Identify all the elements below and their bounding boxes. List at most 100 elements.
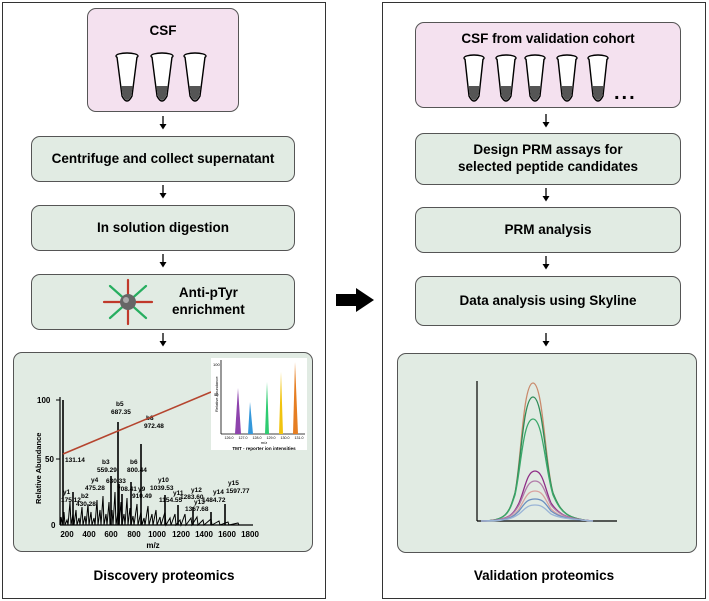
prm-analysis-label: PRM analysis — [504, 221, 592, 237]
down-arrow-icon — [542, 256, 550, 270]
x-axis-label: m/z — [146, 541, 159, 550]
peak-label: 687.35 — [111, 409, 131, 416]
tube-icon — [115, 52, 139, 102]
skyline-analysis-box: Data analysis using Skyline — [415, 276, 681, 326]
reporter-peak-orange — [293, 362, 298, 434]
y-tick-50: 50 — [45, 455, 54, 464]
down-arrow-icon — [159, 333, 167, 347]
tube-icon — [495, 54, 517, 102]
validation-csf-label: CSF from validation cohort — [461, 31, 635, 46]
peak-label: y15 — [228, 480, 239, 487]
y-axis-label: Relative Abundance — [34, 433, 43, 504]
transition-trace — [480, 396, 594, 522]
peak-label: y14 — [213, 489, 224, 496]
prm-analysis-box: PRM analysis — [415, 207, 681, 253]
skyline-analysis-label: Data analysis using Skyline — [459, 292, 637, 308]
transition-trace — [480, 504, 594, 522]
peak-label: 1484.72 — [202, 497, 226, 504]
discovery-caption: Discovery proteomics — [93, 568, 235, 583]
peak-label: b2 — [81, 493, 89, 500]
tube-icon — [587, 54, 609, 102]
inset-caption: TMT - reporter ion intensities — [232, 446, 296, 451]
reporter-peak-purple — [235, 388, 241, 434]
down-arrow-icon — [542, 188, 550, 202]
peak-label: 972.48 — [144, 423, 164, 430]
inset-y-axis-label: Relative Abundance — [214, 376, 219, 412]
x-tick: 1800 — [241, 530, 259, 539]
peak-label: y13 — [194, 499, 205, 506]
peak-label: b8 — [146, 415, 154, 422]
down-arrow-icon — [159, 116, 167, 130]
inset-x-tick: 126.0 — [225, 436, 234, 440]
chromatogram-chart — [476, 381, 617, 522]
y-tick-100: 100 — [37, 396, 51, 405]
inset-x-tick: 129.0 — [267, 436, 276, 440]
peak-label: y4 — [91, 477, 99, 484]
validation-sample-tubes-icon — [463, 54, 609, 102]
peak-label: 1283.60 — [180, 494, 204, 501]
tube-icon — [463, 54, 485, 102]
peak-label: 175.12 — [61, 497, 81, 504]
peak-label: y9 — [138, 486, 146, 493]
csf-label: CSF — [149, 23, 177, 38]
x-tick: 600 — [104, 530, 118, 539]
validation-csf-box: CSF from validation cohort — [415, 22, 681, 108]
x-tick: 800 — [127, 530, 141, 539]
peak-label: y10 — [158, 477, 169, 484]
validation-caption: Validation proteomics — [473, 568, 615, 583]
transition-trace — [480, 418, 594, 522]
antibody-bead-icon — [102, 278, 154, 326]
peak-label: 708.41 — [117, 486, 137, 493]
design-prm-label-line2: selected peptide candidates — [457, 159, 639, 174]
y-tick-0: 0 — [51, 521, 56, 530]
design-prm-box: Design PRM assays for selected peptide c… — [415, 133, 681, 185]
ms-spectrum-chart: 100 50 0 Relative Abundance 200 400 600 … — [34, 358, 307, 550]
inset-y-tick-100: 100 — [213, 362, 220, 367]
inset-y-tick-50: 50 — [214, 392, 219, 397]
tube-icon — [556, 54, 578, 102]
peak-label: b5 — [116, 401, 124, 408]
peak-label: 910.49 — [132, 493, 152, 500]
down-arrow-icon — [159, 254, 167, 268]
design-prm-label-line1: Design PRM assays for — [473, 142, 623, 158]
centrifuge-step-label: Centrifuge and collect supernatant — [51, 150, 275, 166]
x-tick: 1000 — [148, 530, 166, 539]
peak-label: 1154.55 — [159, 497, 183, 504]
enrichment-label-line1: Anti-pTyr — [178, 285, 238, 301]
transition-trace — [480, 470, 594, 522]
peak-label: b3 — [102, 459, 110, 466]
reporter-peak-green — [265, 382, 269, 434]
reporter-peak-blue — [248, 402, 253, 434]
peak-label: 559.29 — [97, 467, 117, 474]
ellipsis-label: ... — [614, 82, 637, 104]
x-tick: 200 — [60, 530, 74, 539]
peak-label: y1 — [63, 489, 71, 496]
peak-label: 430.28 — [76, 501, 96, 508]
peak-label: y11 — [173, 490, 184, 497]
reporter-ion-inset — [211, 358, 307, 450]
centrifuge-step-box: Centrifuge and collect supernatant — [31, 136, 295, 182]
inset-x-tick: 127.0 — [239, 436, 248, 440]
x-tick: 1400 — [195, 530, 213, 539]
x-tick: 1200 — [172, 530, 190, 539]
tube-icon — [183, 52, 207, 102]
peak-label: 630.33 — [106, 478, 126, 485]
tube-icon — [524, 54, 546, 102]
peak-label: 475.28 — [85, 485, 105, 492]
peak-label: y12 — [191, 487, 202, 494]
spectrum-noise — [60, 491, 240, 527]
down-arrow-icon — [542, 333, 550, 347]
inset-x-tick: 128.0 — [253, 436, 262, 440]
down-arrow-icon — [542, 114, 550, 128]
peak-label: 1039.53 — [150, 485, 174, 492]
digestion-step-box: In solution digestion — [31, 205, 295, 251]
peak-label: 1597.77 — [226, 488, 250, 495]
down-arrow-icon — [159, 185, 167, 199]
transition-trace — [480, 480, 594, 522]
peak-label: 800.44 — [127, 467, 147, 474]
peak-label: 1367.68 — [185, 506, 209, 513]
transition-trace — [480, 498, 594, 522]
right-arrow-icon — [336, 288, 374, 312]
reporter-ion-peaks — [235, 362, 298, 434]
enrichment-label-line2: enrichment — [172, 302, 245, 317]
